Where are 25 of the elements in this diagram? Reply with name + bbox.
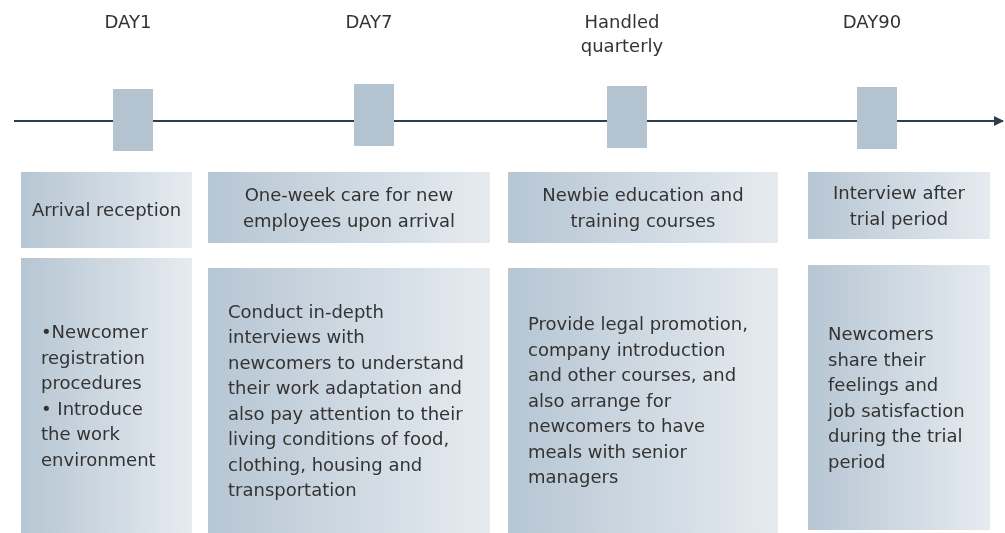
description-text: Conduct in-depth interviews with newcomers to understand their work adaptation and also pay attention to their living conditions of food, clothing, housing and transportation <box>228 299 466 502</box>
date-label: Handled quarterly <box>579 10 665 58</box>
timeline-marker <box>354 84 394 146</box>
header-box <box>508 172 778 243</box>
header-text: Newbie education and training courses <box>541 182 745 233</box>
date-label: DAY1 <box>103 10 153 34</box>
header-text: One-week care for new employees upon arrival <box>241 182 457 233</box>
timeline-marker <box>607 86 647 148</box>
header-text: Interview after trial period <box>832 180 966 231</box>
description-text: Newcomers share their feelings and job satisfaction during the trial period <box>828 322 966 474</box>
description-box <box>21 258 192 533</box>
timeline-marker <box>857 87 897 149</box>
header-text: Arrival reception <box>31 198 182 222</box>
header-box <box>208 172 490 243</box>
description-box <box>808 265 990 530</box>
header-box <box>21 172 192 248</box>
date-label: DAY90 <box>841 10 903 34</box>
header-box <box>808 172 990 239</box>
timeline-marker <box>113 89 153 151</box>
description-text: Provide legal promotion, company introduction and other courses, and also arrange for newcomers to have meals with senior managers <box>528 312 749 490</box>
description-box <box>208 268 490 533</box>
date-label: DAY7 <box>344 10 394 34</box>
description-text: •Newcomer registration procedures <box>41 320 149 395</box>
description-text: • Introduce the work environment <box>41 396 157 472</box>
description-box <box>508 268 778 533</box>
